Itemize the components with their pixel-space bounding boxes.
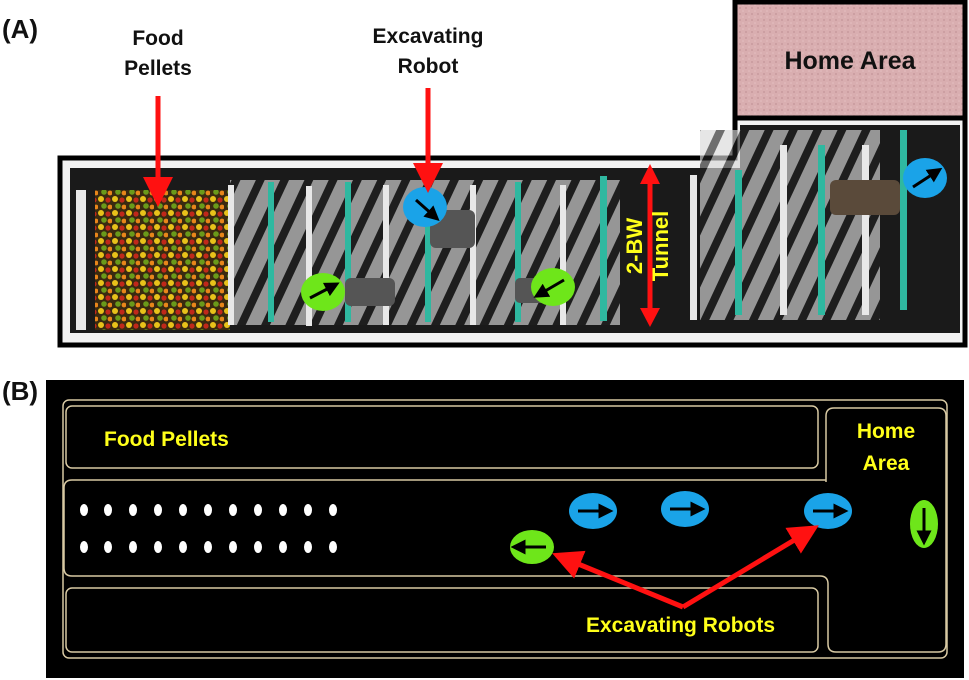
food-pellets-label-line2: Pellets (124, 57, 192, 80)
excavating-robots-label: Excavating Robots (586, 614, 776, 637)
robot-marker-green-a3 (531, 268, 575, 306)
food-pellet-pile (95, 190, 230, 330)
zebra-floor-2 (700, 130, 880, 320)
tunnel-end-wall (76, 190, 86, 330)
robot-marker-blue-a2 (403, 187, 447, 227)
excavating-robot-label-line1: Excavating (372, 25, 484, 48)
robot-body-1 (345, 278, 395, 306)
tunnel-bars (228, 130, 907, 326)
home-area-label-b-line2: Area (862, 452, 910, 475)
food-pellets-label-line1: Food (132, 27, 184, 50)
tunnel-width-label-line1: 2-BW (622, 217, 647, 275)
robot-marker-blue-a4 (903, 158, 947, 198)
food-pellets-label: Food Pellets (108, 24, 208, 84)
home-area-label-b-line1: Home (856, 420, 916, 443)
panel-b-tag: (B) (2, 376, 39, 406)
robot-marker-green-a1 (301, 273, 345, 311)
excavating-robot-label-line2: Robot (397, 55, 459, 78)
robot-body-4 (830, 180, 900, 215)
tunnel-width-arrow (640, 164, 660, 327)
food-pellets-label-b: Food Pellets (104, 428, 229, 451)
panel-a-tag: (A) (2, 14, 39, 44)
excavating-robot-label: Excavating Robot (360, 22, 496, 82)
home-area-label: Home Area (784, 47, 916, 75)
tunnel-width-label: 2-BW Tunnel (622, 186, 678, 306)
home-area-box (732, 0, 968, 121)
home-area-label-b: Home Area (836, 416, 936, 480)
tunnel-width-label-line2: Tunnel (648, 210, 673, 282)
